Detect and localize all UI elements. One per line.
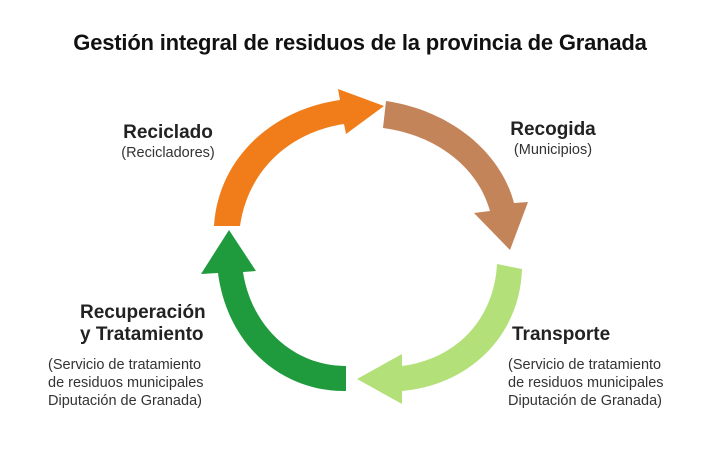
stage-recogida-detail: (Municipios): [513, 142, 593, 158]
stage-transporte-detail: (Servicio de tratamiento de residuos mun…: [508, 356, 708, 410]
stage-transporte-detail-line-2: de residuos municipales: [508, 375, 664, 391]
stage-recogida: Recogida (Municipios): [488, 119, 618, 159]
stage-recuperacion-name-line-2: y Tratamiento: [80, 324, 204, 345]
arrow-transporte: [357, 264, 522, 404]
stage-recuperacion-detail: (Servicio de tratamiento de residuos mun…: [48, 356, 248, 410]
stage-recogida-name: Recogida: [510, 119, 596, 140]
stage-transporte: Transporte (Servicio de tratamiento de r…: [508, 324, 708, 410]
stage-transporte-detail-line-3: Diputación de Granada): [508, 393, 662, 409]
stage-recuperacion-detail-line-2: de residuos municipales: [48, 375, 204, 391]
stage-recuperacion-detail-line-1: (Servicio de tratamiento: [48, 357, 202, 373]
stage-transporte-detail-line-1: (Servicio de tratamiento: [508, 357, 662, 373]
stage-transporte-name: Transporte: [512, 324, 611, 345]
stage-recuperacion-name: Recuperación y Tratamiento: [48, 302, 248, 346]
stage-reciclado: Reciclado (Recicladores): [98, 122, 238, 162]
stage-recuperacion-name-line-1: Recuperación: [80, 302, 206, 323]
stage-reciclado-detail: (Recicladores): [121, 145, 215, 161]
arrow-recuperacion: [201, 230, 346, 392]
stage-recuperacion-detail-line-3: Diputación de Granada): [48, 393, 202, 409]
diagram-title: Gestión integral de residuos de la provi…: [73, 30, 647, 55]
stage-recuperacion: Recuperación y Tratamiento (Servicio de …: [48, 302, 248, 410]
arrow-reciclado: [214, 89, 384, 226]
arrow-recogida: [383, 101, 528, 250]
stage-reciclado-name: Reciclado: [123, 122, 213, 143]
